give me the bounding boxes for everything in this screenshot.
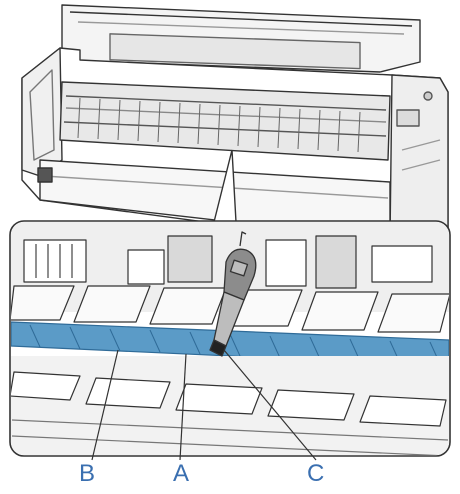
callout-label-c: C bbox=[307, 462, 324, 486]
callout-label-a: A bbox=[173, 462, 189, 486]
callout-label-b: B bbox=[79, 462, 95, 486]
detail-panel bbox=[10, 221, 450, 460]
